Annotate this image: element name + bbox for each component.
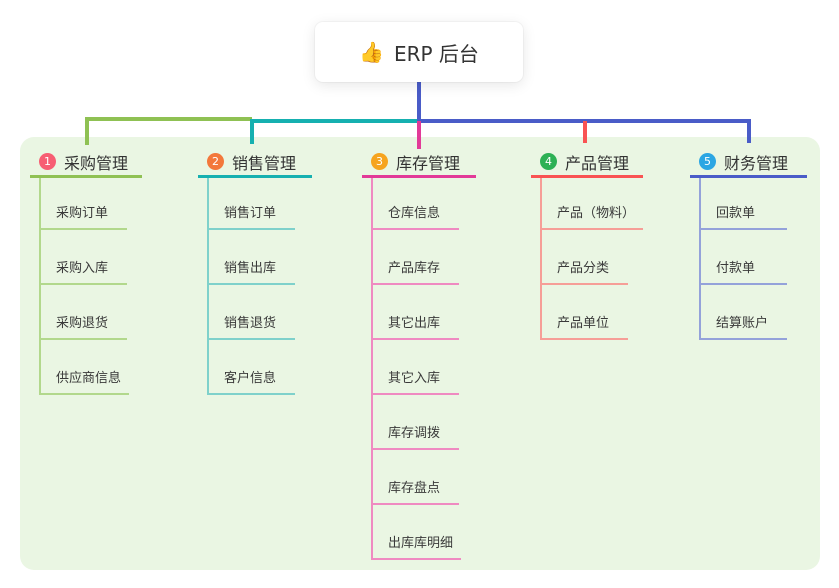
branch-header-inventory[interactable]: 3 库存管理 xyxy=(362,148,476,178)
child-node[interactable]: 销售订单 xyxy=(207,198,295,230)
branch-label: 采购管理 xyxy=(64,153,129,173)
drop-purchase xyxy=(85,117,89,145)
child-node[interactable]: 产品分类 xyxy=(540,253,628,285)
branch-number-badge: 1 xyxy=(39,153,56,170)
child-node[interactable]: 其它出库 xyxy=(371,308,459,340)
child-label: 销售订单 xyxy=(224,206,277,221)
child-label: 其它入库 xyxy=(388,371,441,386)
spine-sales xyxy=(207,178,209,395)
branch-label: 销售管理 xyxy=(232,153,297,173)
child-label: 出库库明细 xyxy=(388,536,454,551)
branch-label: 库存管理 xyxy=(396,153,461,173)
child-node[interactable]: 其它入库 xyxy=(371,363,459,395)
child-node[interactable]: 采购入库 xyxy=(39,253,127,285)
root-node[interactable]: 👍 ERP 后台 xyxy=(315,22,523,82)
child-node[interactable]: 产品（物料） xyxy=(540,198,644,230)
child-label: 其它出库 xyxy=(388,316,441,331)
child-node[interactable]: 采购订单 xyxy=(39,198,127,230)
child-label: 付款单 xyxy=(716,261,756,276)
child-label: 采购订单 xyxy=(56,206,109,221)
spine-purchase xyxy=(39,178,41,395)
child-node[interactable]: 仓库信息 xyxy=(371,198,459,230)
spine-finance xyxy=(699,178,701,340)
child-label: 客户信息 xyxy=(224,371,277,386)
child-label: 销售出库 xyxy=(224,261,277,276)
child-label: 仓库信息 xyxy=(388,206,441,221)
drop-sales xyxy=(250,119,254,144)
child-node[interactable]: 结算账户 xyxy=(699,308,787,340)
connector-sales xyxy=(250,119,419,123)
child-label: 采购入库 xyxy=(56,261,109,276)
child-label: 库存调拨 xyxy=(388,426,441,441)
child-label: 供应商信息 xyxy=(56,371,122,386)
child-label: 回款单 xyxy=(716,206,756,221)
drop-finance xyxy=(747,119,751,143)
branches-panel xyxy=(20,137,820,570)
branch-header-sales[interactable]: 2 销售管理 xyxy=(198,148,312,178)
child-node[interactable]: 付款单 xyxy=(699,253,787,285)
root-label: ERP 后台 xyxy=(393,41,479,66)
child-label: 采购退货 xyxy=(56,316,109,331)
thumbs-up-icon: 👍 xyxy=(359,40,384,64)
child-node[interactable]: 库存盘点 xyxy=(371,473,459,505)
child-label: 结算账户 xyxy=(716,316,769,331)
child-node[interactable]: 回款单 xyxy=(699,198,787,230)
branch-header-product[interactable]: 4 产品管理 xyxy=(531,148,643,178)
child-label: 销售退货 xyxy=(224,316,277,331)
branch-number-badge: 4 xyxy=(540,153,557,170)
root-stem-connector xyxy=(417,82,421,123)
branch-number-badge: 3 xyxy=(371,153,388,170)
branch-label: 产品管理 xyxy=(565,153,630,173)
connector-purchase xyxy=(85,117,252,121)
child-node[interactable]: 出库库明细 xyxy=(371,528,462,560)
child-label: 产品分类 xyxy=(557,261,610,276)
child-node[interactable]: 库存调拨 xyxy=(371,418,459,450)
branch-number-badge: 2 xyxy=(207,153,224,170)
branch-number-badge: 5 xyxy=(699,153,716,170)
child-label: 库存盘点 xyxy=(388,481,441,496)
child-label: 产品库存 xyxy=(388,261,441,276)
child-node[interactable]: 产品库存 xyxy=(371,253,459,285)
drop-product xyxy=(583,121,587,143)
child-label: 产品单位 xyxy=(557,316,610,331)
child-node[interactable]: 销售出库 xyxy=(207,253,295,285)
branch-header-purchase[interactable]: 1 采购管理 xyxy=(30,148,142,178)
child-node[interactable]: 供应商信息 xyxy=(39,363,130,395)
child-node[interactable]: 产品单位 xyxy=(540,308,628,340)
spine-inventory xyxy=(371,178,373,560)
child-node[interactable]: 采购退货 xyxy=(39,308,127,340)
child-label: 产品（物料） xyxy=(557,206,636,221)
branch-header-finance[interactable]: 5 财务管理 xyxy=(690,148,807,178)
branch-label: 财务管理 xyxy=(724,153,789,173)
child-node[interactable]: 客户信息 xyxy=(207,363,295,395)
child-node[interactable]: 销售退货 xyxy=(207,308,295,340)
drop-inventory xyxy=(417,121,421,149)
spine-product xyxy=(540,178,542,340)
